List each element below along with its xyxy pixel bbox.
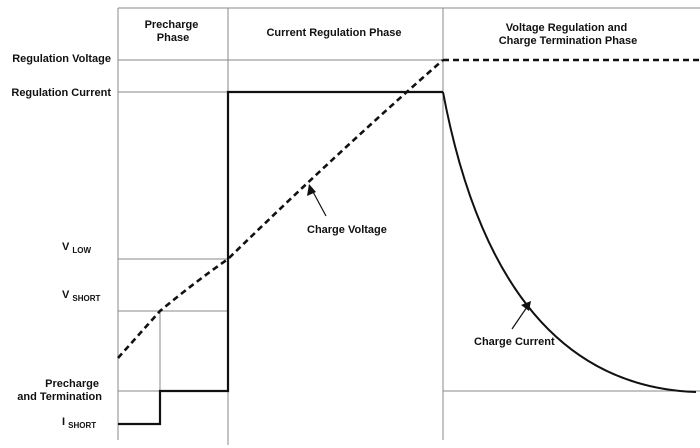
- charge-voltage-arrow: [311, 189, 327, 217]
- current-regulation-phase-label: Current Regulation Phase: [266, 27, 401, 39]
- i-short-sub: SHORT: [68, 421, 96, 430]
- charge-voltage-curve: [117, 59, 444, 359]
- charge-current-arrow: [511, 306, 528, 330]
- v-low-label: V LOW: [62, 241, 92, 255]
- charge-voltage-label: Charge Voltage: [307, 224, 387, 236]
- charge-current-curve-decay: [442, 91, 697, 393]
- precharge-phase-label: Precharge Phase: [145, 19, 202, 44]
- charge-current-label: Charge Current: [474, 336, 555, 348]
- charge-current-curve-step: [118, 90, 443, 426]
- charge-voltage-arrowhead: [307, 184, 316, 196]
- v-low-main: V: [62, 241, 70, 253]
- v-short-label: V SHORT: [62, 289, 101, 303]
- regulation-current-label: Regulation Current: [11, 87, 111, 99]
- precharge-termination-line-2: and Termination: [17, 391, 102, 403]
- voltage-regulation-phase-label: Voltage Regulation and Charge Terminatio…: [499, 22, 638, 47]
- i-short-main: I: [62, 416, 65, 428]
- voltage-regulation-phase-line-1: Voltage Regulation and: [506, 22, 627, 34]
- v-low-sub: LOW: [72, 246, 91, 255]
- precharge-phase-line-1: Precharge: [145, 19, 199, 31]
- v-short-main: V: [62, 289, 70, 301]
- regulation-voltage-label: Regulation Voltage: [12, 53, 111, 65]
- v-short-sub: SHORT: [72, 294, 100, 303]
- charge-current-arrowhead: [521, 301, 531, 311]
- precharge-termination-label: Precharge and Termination: [17, 378, 102, 403]
- voltage-regulation-phase-line-2: Charge Termination Phase: [499, 35, 638, 47]
- precharge-termination-line-1: Precharge: [45, 378, 99, 390]
- i-short-label: I SHORT: [62, 416, 96, 430]
- precharge-phase-line-2: Phase: [157, 32, 189, 44]
